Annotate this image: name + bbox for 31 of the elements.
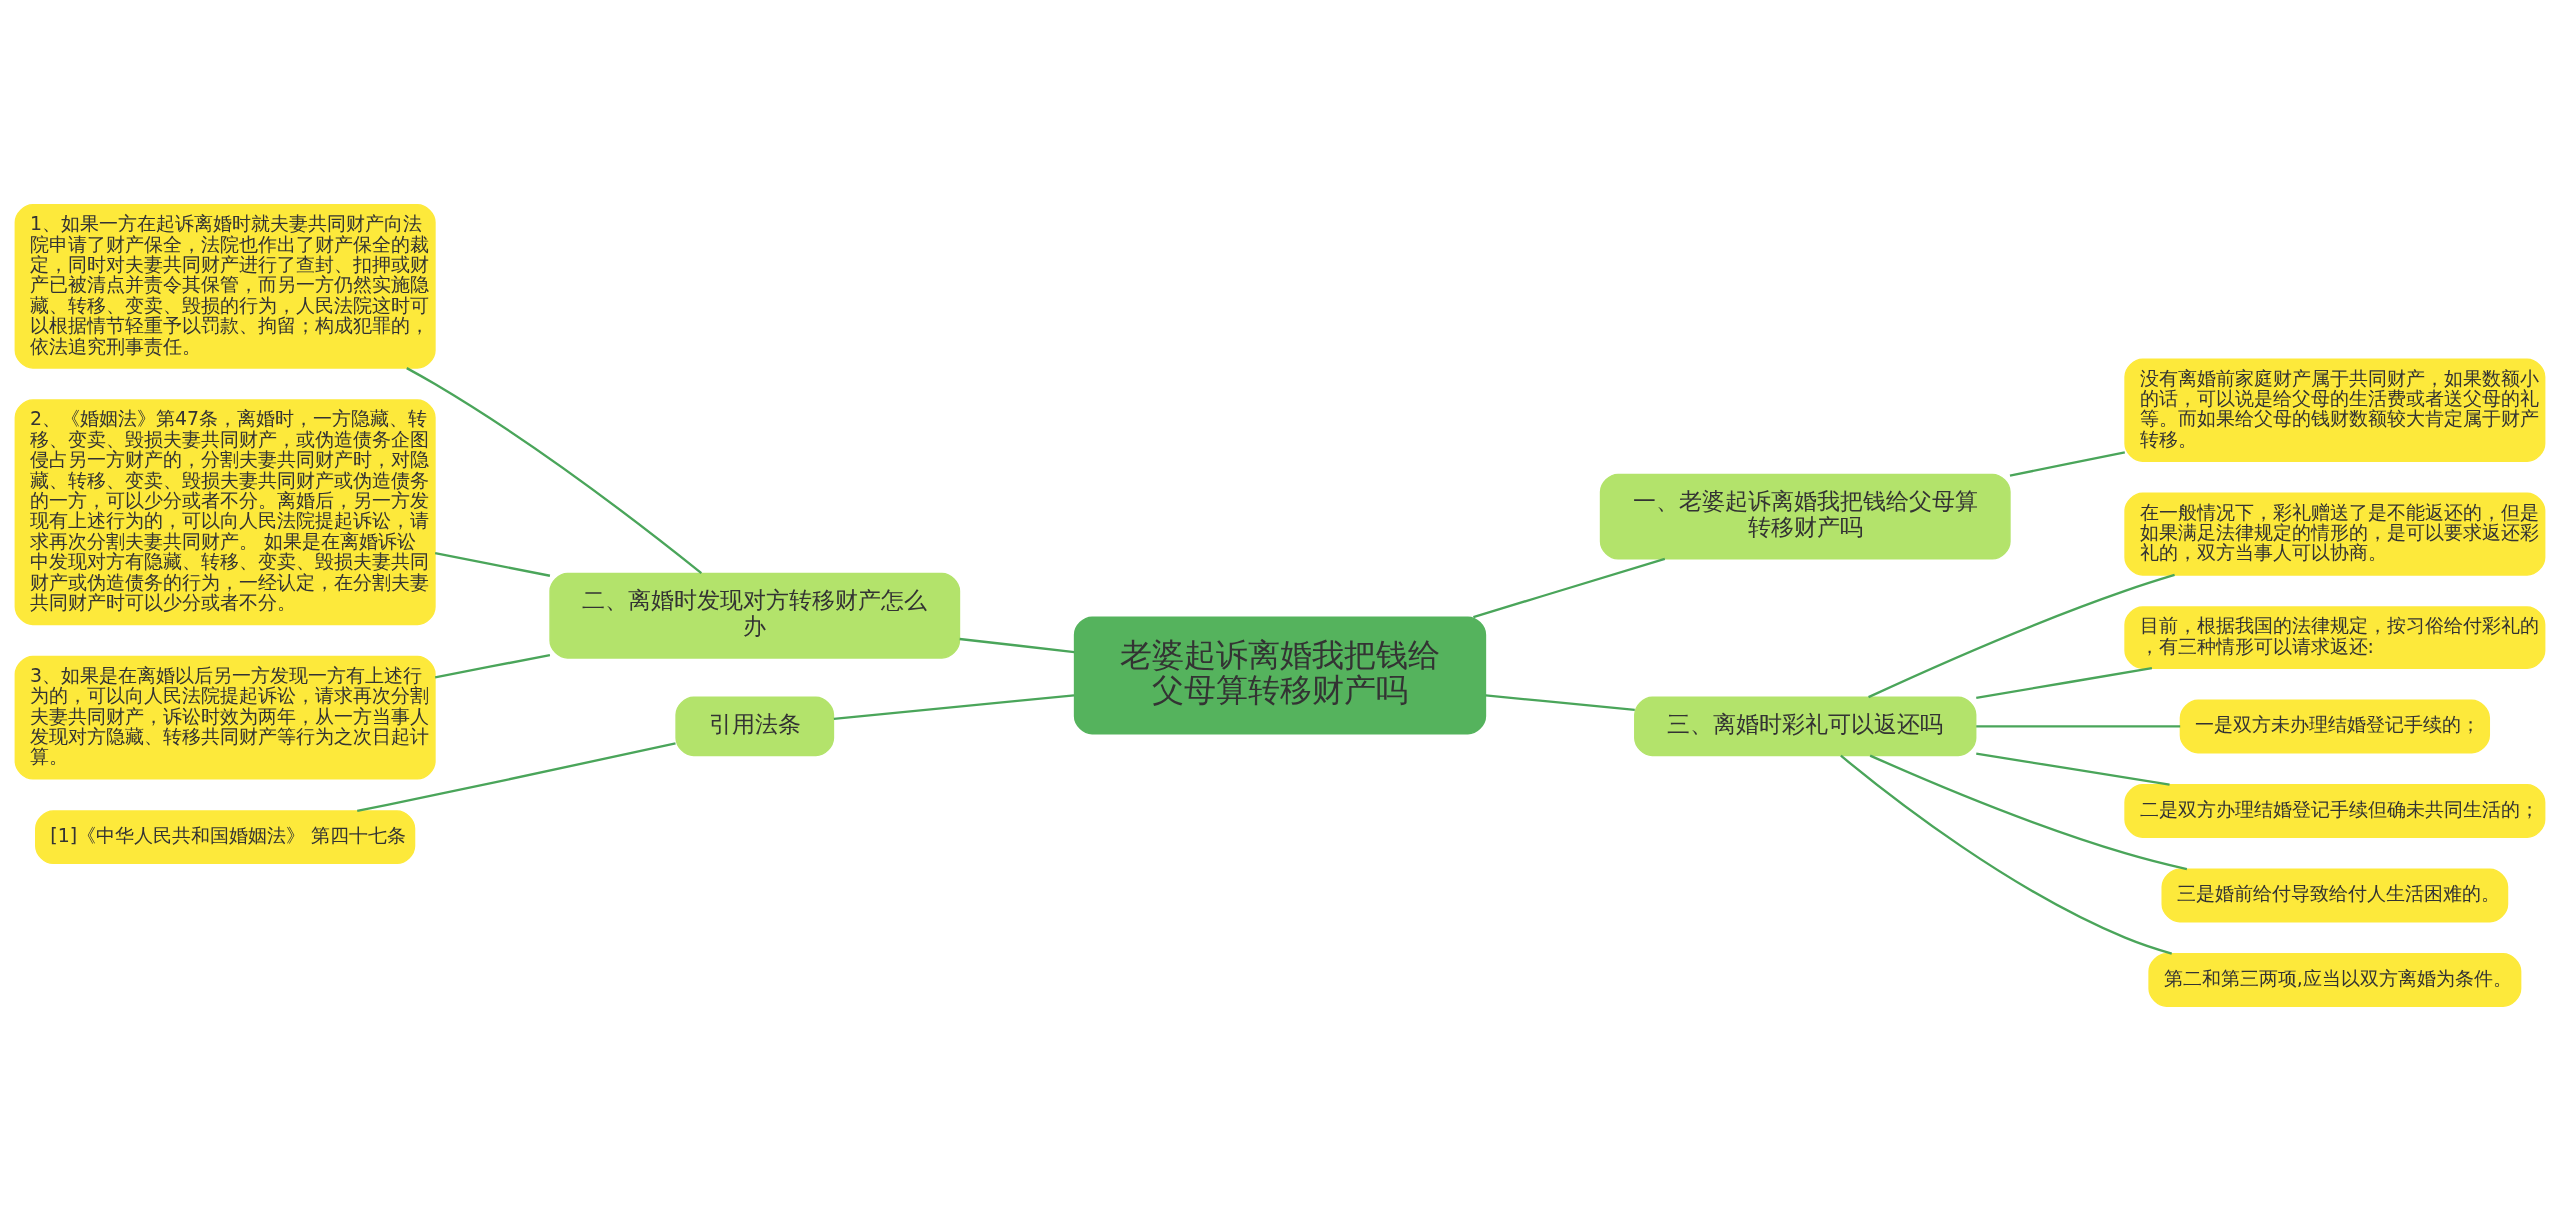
node-box: 没有离婚前家庭财产属于共同财产，如果数额小的话，可以说是给父母的生活费或者送父母的礼等。而如果给父母的钱财数额较大肯定属于财产转移。 — [2124, 358, 2546, 462]
node-box: 二、离婚时发现对方转移财产怎么办 — [549, 572, 961, 659]
node-box: 引用法条 — [675, 696, 835, 757]
connector — [1840, 754, 2173, 955]
node-box: [1]《中华人民共和国婚姻法》 第四十七条 — [35, 810, 416, 865]
connector — [434, 653, 551, 679]
connector — [1976, 752, 2170, 786]
connector — [1485, 694, 1635, 712]
node-box: 二是双方办理结婚登记手续但确未共同生活的； — [2124, 784, 2546, 838]
connector — [1976, 667, 2153, 699]
node-box: 目前，根据我国的法律规定，按习俗给付彩礼的，有三种情形可以请求返还: — [2124, 606, 2546, 669]
connector — [959, 637, 1075, 654]
node-box: 3、如果是在离婚以后另一方发现一方有上述行为的，可以向人民法院提起诉讼，请求再次分割夫妻共同财产，诉讼时效为两年，从一方当事人发现对方隐藏、转移共同财产等行为之次日起计算。 — [14, 655, 436, 780]
node-box: 在一般情况下，彩礼赠送了是不能返还的，但是如果满足法律规定的情形的，是可以要求返还彩礼的，双方当事人可以协商。 — [2124, 492, 2546, 576]
connector — [833, 694, 1075, 720]
connector — [406, 367, 703, 574]
node-box: 三是婚前给付导致给付人生活困难的。 — [2161, 868, 2509, 923]
node-box: 老婆起诉离婚我把钱给父母算转移财产吗 — [1073, 616, 1487, 735]
node-box: 2、《婚姻法》第47条，离婚时，一方隐藏、转移、变卖、毁损夫妻共同财产，或伪造债务企图侵占另一方财产的，分割夫妻共同财产时，对隐藏、转移、变卖、毁损夫妻共同财产或伪造债务的一方，可以少分或者不分。离婚后，另一方发现有上述行为的，可以向人民法院提起诉讼，请求再次分割夫妻共同财产。 如果是在离婚诉讼中发现对方有隐藏、转移、变卖、毁损夫妻共同财产或伪造债务的行为，一经认定，在分割夫妻共同财产时可以少分或者不分。 — [14, 399, 436, 626]
connector — [1869, 754, 2188, 871]
node-box: 一是双方未办理结婚登记手续的； — [2179, 699, 2491, 754]
node-box: 一、老婆起诉离婚我把钱给父母算转移财产吗 — [1599, 473, 2011, 560]
node-box: 第二和第三两项,应当以双方离婚为条件。 — [2148, 953, 2522, 1007]
node-box: 1、如果一方在起诉离婚时就夫妻共同财产向法院申请了财产保全，法院也作出了财产保全的裁定，同时对夫妻共同财产进行了查封、扣押或财产已被清点并责令其保管，而另一方仍然实施隐藏、转移、变卖、毁损的行为，人民法院这时可以根据情节轻重予以罚款、拘留；构成犯罪的，依法追究刑事责任。 — [14, 204, 436, 369]
connector — [1976, 725, 2181, 728]
connector — [1473, 557, 1666, 619]
connector — [1868, 573, 2175, 699]
connector — [357, 742, 676, 813]
connector — [2009, 451, 2126, 477]
node-box: 三、离婚时彩礼可以返还吗 — [1634, 696, 1977, 757]
connector — [434, 552, 551, 577]
